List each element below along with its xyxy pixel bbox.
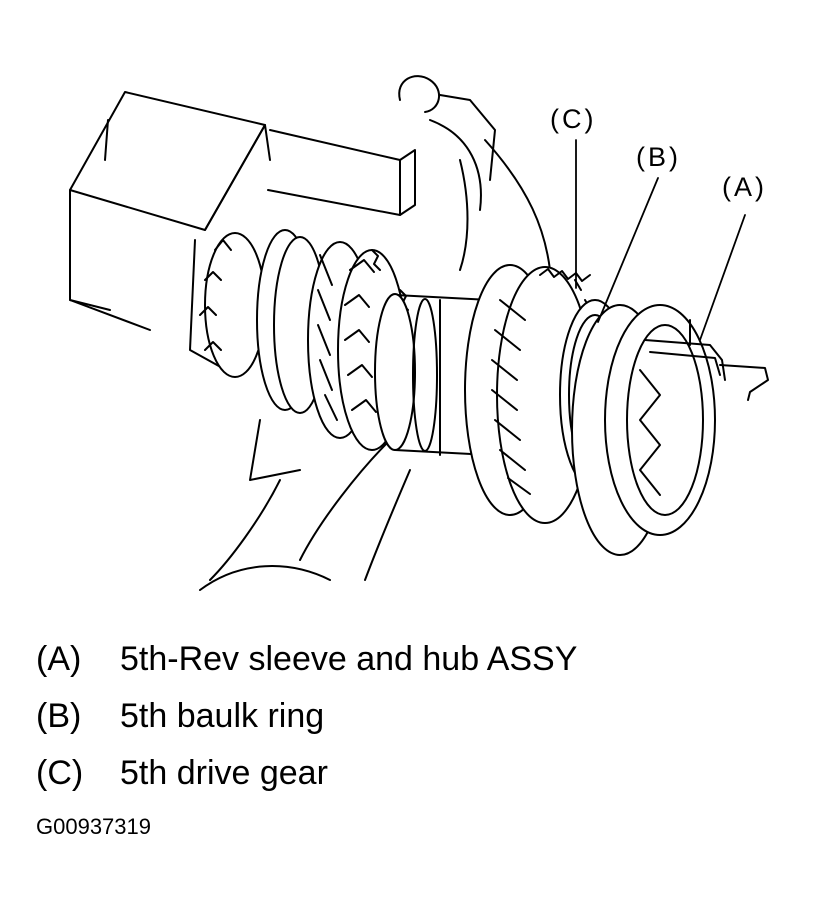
transmission-gear-illustration [69,75,769,591]
legend-key-a: (A) [36,640,82,678]
legend-text-c: 5th drive gear [120,754,328,792]
callout-label-b: (B) [636,142,681,172]
legend-row-b: (B) 5th baulk ring [36,697,796,754]
callout-leader-lines [575,139,746,341]
main-shaft [374,293,491,456]
callout-label-a: (A) [722,172,767,202]
rear-gear-cluster [199,229,409,451]
legend-row-a: (A) 5th-Rev sleeve and hub ASSY [36,640,796,697]
figure-code: G00937319 [36,814,151,839]
legend-key-b: (B) [36,697,82,735]
transmission-case [69,75,551,591]
legend-text-b: 5th baulk ring [120,697,325,735]
legend-key-c: (C) [36,754,84,792]
parts-legend: (A) 5th-Rev sleeve and hub ASSY (B) 5th … [36,640,796,811]
callout-label-c: (C) [550,104,597,134]
legend-row-c: (C) 5th drive gear [36,754,796,811]
fifth-rev-sleeve-hub [571,304,769,556]
legend-text-a: 5th-Rev sleeve and hub ASSY [120,640,578,678]
